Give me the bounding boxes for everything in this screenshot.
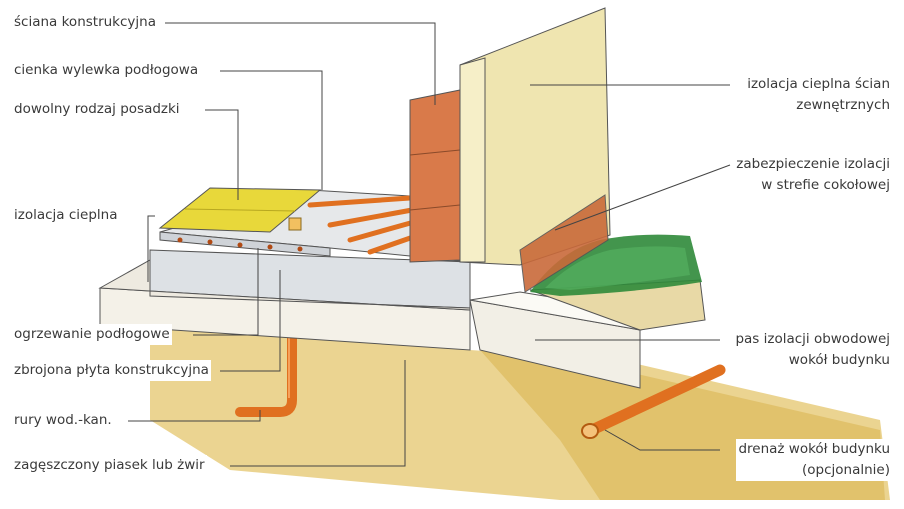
plinth-protection: [519, 194, 609, 293]
label-wall-insulation: izolacja cieplna ścian zewnętrznych: [745, 74, 892, 116]
label-plinth-line1: zabezpieczenie izolacji: [736, 156, 890, 172]
floor-finish-joint: [184, 208, 296, 212]
label-wall-insulation-line1: izolacja cieplna ścian: [747, 76, 890, 92]
label-screed: cienka wylewka podłogowa: [12, 60, 201, 81]
label-plinth-line2: w strefie cokołowej: [761, 177, 890, 193]
drainage-pipe: [586, 364, 726, 436]
label-wall-insulation-line2: zewnętrznych: [796, 97, 890, 113]
label-flooring: dowolny rodzaj posadzki: [12, 99, 182, 120]
label-heating: ogrzewanie podłogowe: [12, 324, 172, 345]
label-drainage-line1: drenaż wokół budynku: [738, 441, 890, 457]
wall-insulation-side: [459, 57, 486, 263]
sewer-pipe: [235, 330, 297, 417]
label-pipes: rury wod.-kan.: [12, 410, 114, 431]
heating-pipes: [307, 195, 419, 255]
leader-lines: [128, 22, 731, 467]
label-drainage: drenaż wokół budynku (opcjonalnie): [736, 439, 892, 481]
label-plinth: zabezpieczenie izolacji w strefie cokoło…: [734, 154, 892, 196]
brick-wall: [409, 89, 461, 263]
label-slab: zbrojona płyta konstrukcyjna: [12, 360, 211, 381]
label-perimeter-line2: wokół budynku: [788, 352, 890, 368]
drainage-pipe-opening: [581, 423, 599, 439]
label-drainage-line2: (opcjonalnie): [802, 462, 890, 478]
grass-light: [545, 246, 690, 290]
screed-front: [159, 231, 331, 257]
pipe-fitting: [288, 217, 302, 231]
heating-pipe-dots: [177, 237, 303, 252]
label-insulation: izolacja cieplna: [12, 205, 120, 226]
label-perimeter-line1: pas izolacji obwodowej: [735, 331, 890, 347]
label-perimeter: pas izolacji obwodowej wokół budynku: [733, 329, 892, 371]
label-wall: ściana konstrukcyjna: [12, 12, 158, 33]
edge-insulation-top: [98, 259, 471, 311]
brick-joints: [409, 149, 461, 211]
label-sand: zagęszczony piasek lub żwir: [12, 455, 207, 476]
